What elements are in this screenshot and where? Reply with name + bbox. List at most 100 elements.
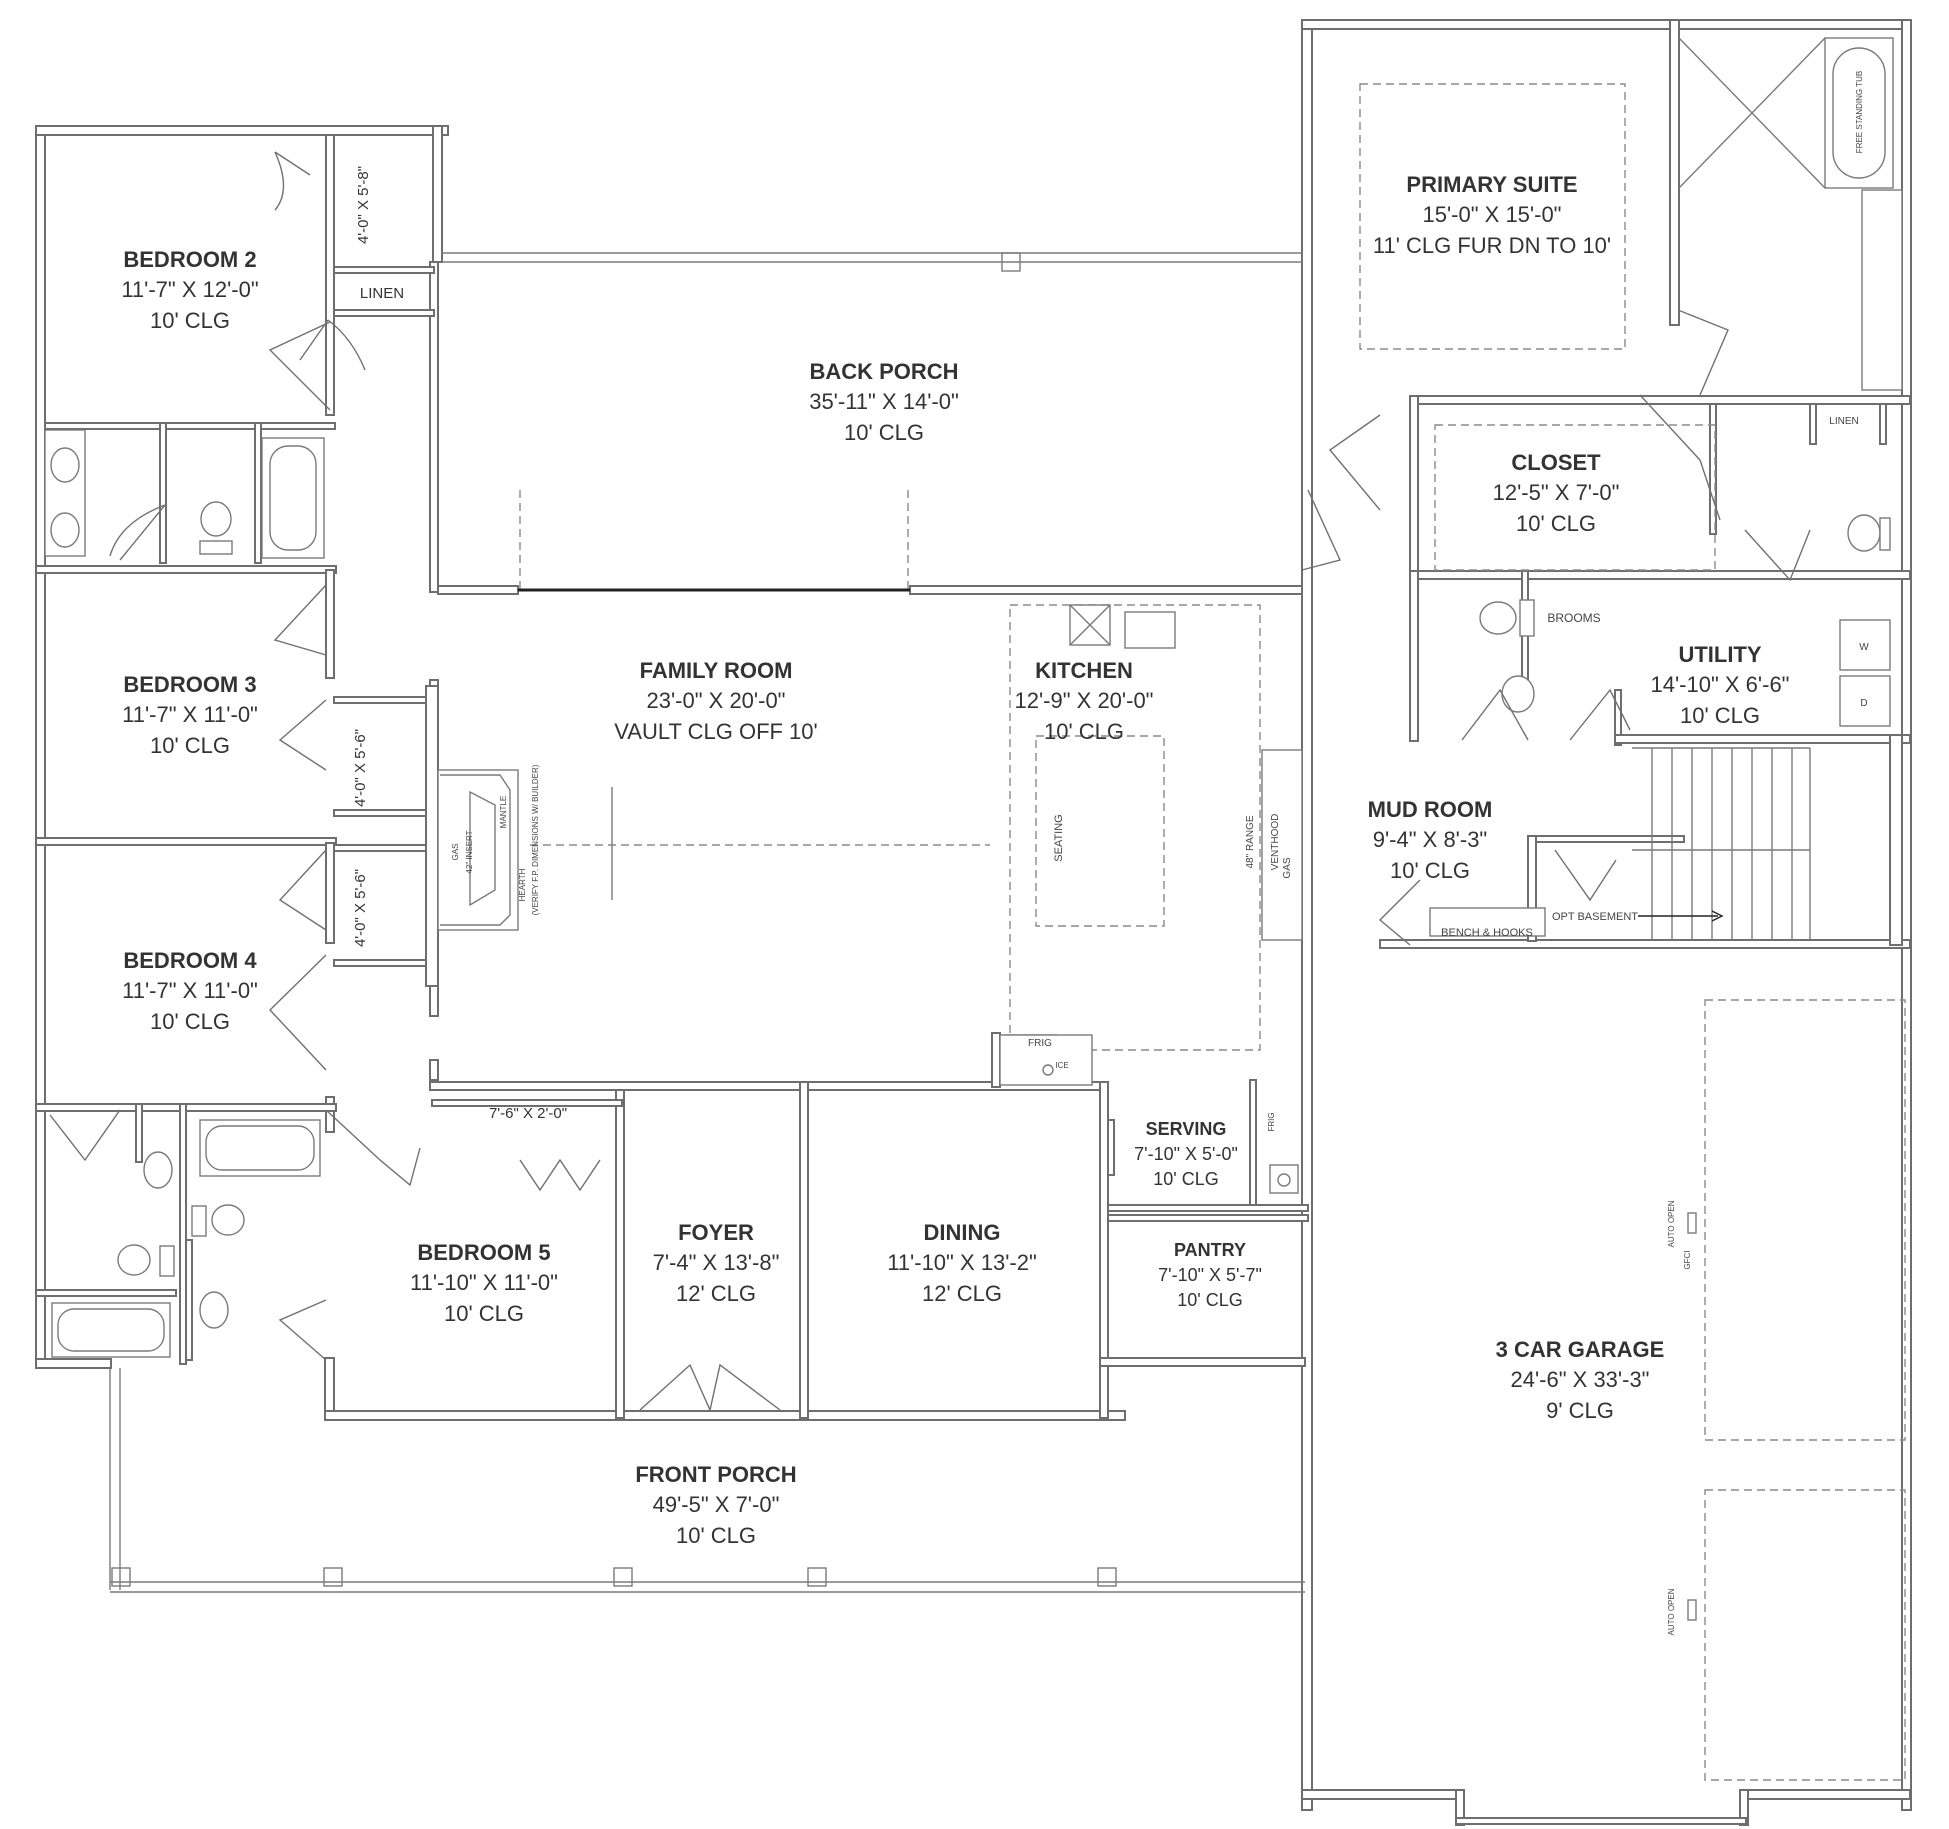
porch-outlines xyxy=(109,83,1906,1781)
room-front-porch: FRONT PORCH 49'-5" X 7'-0" 10' CLG xyxy=(635,1462,796,1548)
room-name: BEDROOM 3 xyxy=(123,672,256,697)
washer-label: W xyxy=(1859,642,1869,653)
auto-open-label-1: AUTO OPEN xyxy=(1667,1200,1676,1247)
room-ceiling: 10' CLG xyxy=(1153,1169,1218,1189)
walls xyxy=(35,19,1912,1826)
room-dimension: 35'-11" X 14'-0" xyxy=(809,389,959,414)
room-bedroom-3: BEDROOM 3 11'-7" X 11'-0" 10' CLG xyxy=(122,672,258,758)
linen-label: LINEN xyxy=(360,285,404,302)
dryer-label: D xyxy=(1860,698,1867,709)
room-name: KITCHEN xyxy=(1035,658,1133,683)
room-dimension: 11'-7" X 12'-0" xyxy=(121,277,258,302)
room-dimension: 7'-4" X 13'-8" xyxy=(653,1250,780,1275)
room-name: DINING xyxy=(924,1220,1001,1245)
closet-dimension-bed3: 4'-0" X 5'-6" xyxy=(352,729,369,807)
room-back-porch: BACK PORCH 35'-11" X 14'-0" 10' CLG xyxy=(809,359,959,445)
room-ceiling: 10' CLG xyxy=(1044,719,1124,744)
room-serving: SERVING 7'-10" X 5'-0" 10' CLG xyxy=(1134,1119,1238,1189)
room-name: FAMILY ROOM xyxy=(640,658,793,683)
auto-open-label-2: AUTO OPEN xyxy=(1667,1588,1676,1635)
range-label: 48" RANGE xyxy=(1245,815,1256,868)
room-dimension: 9'-4" X 8'-3" xyxy=(1373,827,1488,852)
room-ceiling: 12' CLG xyxy=(922,1281,1002,1306)
primary-linen-label: LINEN xyxy=(1829,416,1858,427)
room-name: 3 CAR GARAGE xyxy=(1496,1337,1665,1362)
fp-hearth-note: (VERIFY F.P. DIMENSIONS W/ BUILDER) xyxy=(531,764,540,915)
room-dimension: 7'-10" X 5'-7" xyxy=(1158,1265,1262,1285)
room-dining: DINING 11'-10" X 13'-2" 12' CLG xyxy=(887,1220,1037,1306)
room-ceiling: 10' CLG xyxy=(1680,703,1760,728)
gfci-label: GFCI xyxy=(1683,1250,1692,1269)
room-ceiling: 12' CLG xyxy=(676,1281,756,1306)
room-name: UTILITY xyxy=(1678,642,1761,667)
room-name: PRIMARY SUITE xyxy=(1406,172,1577,197)
room-ceiling: 10' CLG xyxy=(1177,1290,1242,1310)
room-kitchen: KITCHEN 12'-9" X 20'-0" 10' CLG xyxy=(1015,658,1154,744)
room-name: FOYER xyxy=(678,1220,754,1245)
room-ceiling: 10' CLG xyxy=(150,308,230,333)
room-dimension: 24'-6" X 33'-3" xyxy=(1511,1367,1650,1392)
room-name: CLOSET xyxy=(1511,450,1601,475)
room-dimension: 15'-0" X 15'-0" xyxy=(1423,202,1562,227)
room-foyer: FOYER 7'-4" X 13'-8" 12' CLG xyxy=(653,1220,780,1306)
room-dimension: 23'-0" X 20'-0" xyxy=(647,688,786,713)
room-pantry: PANTRY 7'-10" X 5'-7" 10' CLG xyxy=(1158,1240,1262,1310)
closet-dimension-bed5: 7'-6" X 2'-0" xyxy=(489,1105,567,1122)
room-mud-room: MUD ROOM 9'-4" X 8'-3" 10' CLG xyxy=(1368,797,1493,883)
closet-dimension-bed2: 4'-0" X 5'-8" xyxy=(355,166,372,244)
closet-dimension-bed4: 4'-0" X 5'-6" xyxy=(352,869,369,947)
room-name: PANTRY xyxy=(1174,1240,1246,1260)
room-dimension: 14'-10" X 6'-6" xyxy=(1651,672,1790,697)
room-dimension: 11'-7" X 11'-0" xyxy=(122,702,258,727)
room-dimension: 12'-5" X 7'-0" xyxy=(1493,480,1620,505)
room-primary-suite: PRIMARY SUITE 15'-0" X 15'-0" 11' CLG FU… xyxy=(1373,172,1611,258)
room-name: BEDROOM 2 xyxy=(123,247,256,272)
room-family-room: FAMILY ROOM 23'-0" X 20'-0" VAULT CLG OF… xyxy=(614,658,817,744)
room-ceiling: 9' CLG xyxy=(1546,1398,1614,1423)
seating-label: SEATING xyxy=(1053,814,1065,861)
gas-label: GAS xyxy=(1282,857,1293,878)
frig-label: FRIG xyxy=(1028,1038,1052,1049)
basement-label: OPT BASEMENT xyxy=(1552,911,1638,923)
room-ceiling: 11' CLG FUR DN TO 10' xyxy=(1373,233,1611,258)
room-ceiling: 10' CLG xyxy=(150,733,230,758)
room-ceiling: 10' CLG xyxy=(150,1009,230,1034)
room-ceiling: 10' CLG xyxy=(676,1523,756,1548)
brooms-label: BROOMS xyxy=(1547,611,1600,625)
room-dimension: 11'-10" X 11'-0" xyxy=(410,1270,558,1295)
ice-label: ICE xyxy=(1055,1061,1068,1070)
venthood-label: VENTHOOD xyxy=(1270,814,1281,871)
fp-mantle-label: MANTLE xyxy=(499,796,508,828)
bench-label: BENCH & HOOKS xyxy=(1441,927,1533,939)
room-dimension: 11'-7" X 11'-0" xyxy=(122,978,258,1003)
room-name: MUD ROOM xyxy=(1368,797,1493,822)
room-name: FRONT PORCH xyxy=(635,1462,796,1487)
room-dimension: 12'-9" X 20'-0" xyxy=(1015,688,1154,713)
room-bedroom-4: BEDROOM 4 11'-7" X 11'-0" 10' CLG xyxy=(122,948,258,1034)
room-name: BACK PORCH xyxy=(809,359,958,384)
room-ceiling: 10' CLG xyxy=(844,420,924,445)
room-ceiling: 10' CLG xyxy=(1516,511,1596,536)
room-ceiling: 10' CLG xyxy=(1390,858,1470,883)
room-bedroom-2: BEDROOM 2 11'-7" X 12'-0" 10' CLG xyxy=(121,247,258,333)
room-name: SERVING xyxy=(1146,1119,1227,1139)
fp-gas-label: GAS xyxy=(451,844,460,861)
room-name: BEDROOM 4 xyxy=(123,948,257,973)
fp-hearth-label: HEARTH xyxy=(518,868,527,901)
fp-insert-label: 42" INSERT xyxy=(465,830,474,873)
tub-label: FREE STANDING TUB xyxy=(1855,71,1864,153)
door-swings xyxy=(49,151,1811,1413)
room-dimension: 49'-5" X 7'-0" xyxy=(653,1492,780,1517)
room-ceiling: 10' CLG xyxy=(444,1301,524,1326)
room-dimension: 11'-10" X 13'-2" xyxy=(887,1250,1037,1275)
room-utility: UTILITY 14'-10" X 6'-6" 10' CLG xyxy=(1651,642,1790,728)
room-bedroom-5: BEDROOM 5 11'-10" X 11'-0" 10' CLG xyxy=(410,1240,558,1326)
room-garage: 3 CAR GARAGE 24'-6" X 33'-3" 9' CLG xyxy=(1496,1337,1665,1423)
room-ceiling: VAULT CLG OFF 10' xyxy=(614,719,817,744)
room-name: BEDROOM 5 xyxy=(417,1240,550,1265)
serving-frig-label: FRIG xyxy=(1267,1112,1276,1131)
room-dimension: 7'-10" X 5'-0" xyxy=(1134,1144,1238,1164)
annotations: LINEN 4'-0" X 5'-8" 4'-0" X 5'-6" 4'-0" … xyxy=(352,71,1869,1636)
room-closet: CLOSET 12'-5" X 7'-0" 10' CLG xyxy=(1493,450,1620,536)
